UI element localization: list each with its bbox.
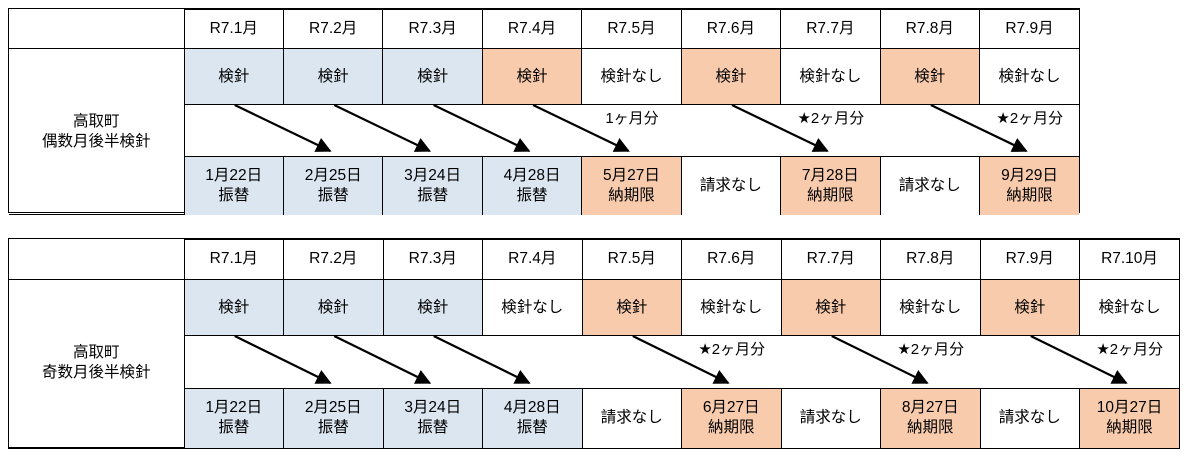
month-header-cell: R7.8月 — [880, 239, 981, 280]
billing-span-label: ★2ヶ月分 — [698, 341, 766, 359]
billing-arrow — [929, 105, 1028, 152]
meter-reading-cell: 検針 — [283, 278, 384, 337]
meter-reading-cell: 検針なし — [1079, 278, 1179, 337]
billing-arrow-layer — [233, 105, 1028, 152]
payment-date-cell: 請求なし — [979, 388, 1080, 448]
payment-date-cell: 7月28日 納期限 — [780, 156, 881, 215]
billing-arrow — [432, 336, 531, 385]
month-header-cell: R7.5月 — [581, 239, 682, 280]
table-corner-cell — [9, 239, 185, 280]
payment-date-cell: 2月25日 振替 — [283, 388, 384, 448]
month-header-cell: R7.1月 — [183, 9, 284, 49]
month-header-cell: R7.9月 — [979, 239, 1080, 280]
meter-reading-cell: 検針なし — [780, 48, 881, 105]
month-header-cell: R7.6月 — [680, 9, 782, 49]
meter-reading-row: 高取町 偶数月後半検針検針検針検針検針検針なし検針検針なし検針検針なし — [9, 48, 1079, 215]
month-header-cell: R7.4月 — [482, 239, 583, 280]
month-header-cell: R7.9月 — [979, 9, 1079, 49]
meter-reading-cell: 検針なし — [482, 278, 583, 337]
billing-arrow — [333, 336, 431, 385]
payment-date-cell: 10月27日 納期限 — [1079, 388, 1179, 448]
meter-reading-cell: 検針 — [382, 278, 483, 337]
billing-flow-cell: 1ヶ月分 ★2ヶ月分 ★2ヶ月分 — [184, 104, 1079, 157]
month-header-cell: R7.8月 — [879, 9, 981, 49]
meter-reading-cell: 検針 — [780, 278, 881, 337]
month-header-cell: R7.3月 — [382, 9, 483, 49]
billing-span-label: ★2ヶ月分 — [996, 110, 1064, 127]
payment-date-cell: 6月27日 納期限 — [681, 388, 782, 448]
billing-span-label: 1ヶ月分 — [605, 110, 659, 127]
billing-arrow — [233, 105, 332, 152]
billing-arrow-layer — [233, 336, 1128, 385]
payment-date-cell: 5月27日 納期限 — [581, 156, 682, 215]
billing-flow-cell: ★2ヶ月分 ★2ヶ月分 ★2ヶ月分 — [184, 335, 1179, 390]
meter-reading-cell: 検針なし — [581, 48, 682, 105]
month-header-cell: R7.3月 — [382, 239, 483, 280]
meter-reading-cell: 検針 — [680, 48, 782, 105]
payment-date-cell: 請求なし — [581, 388, 682, 448]
meter-reading-cell: 検針 — [382, 48, 483, 105]
payment-date-cell: 8月27日 納期限 — [880, 388, 981, 448]
payment-date-cell: 9月29日 納期限 — [979, 156, 1079, 215]
month-header-cell: R7.4月 — [481, 9, 583, 49]
meter-reading-cell: 検針 — [581, 278, 682, 337]
payment-date-cell: 1月22日 振替 — [184, 388, 284, 448]
payment-date-cell: 4月28日 振替 — [481, 156, 583, 215]
payment-date-cell: 請求なし — [879, 156, 981, 215]
payment-date-cell: 2月25日 振替 — [282, 156, 384, 215]
month-header-cell: R7.1月 — [183, 239, 284, 280]
table-corner-cell — [9, 9, 185, 49]
billing-arrow — [532, 105, 630, 152]
billing-arrow — [631, 336, 730, 385]
meter-reading-cell: 検針 — [979, 278, 1080, 337]
month-header-cell: R7.6月 — [681, 239, 782, 280]
table-row-label: 高取町 奇数月後半検針 — [9, 278, 185, 449]
table-row-label: 高取町 偶数月後半検針 — [9, 48, 185, 215]
meter-reading-row: 高取町 奇数月後半検針検針検針検針検針なし検針検針なし検針検針なし検針検針なし — [9, 278, 1179, 449]
meter-reading-cell: 検針 — [879, 48, 981, 105]
month-header-cell: R7.7月 — [780, 239, 881, 280]
payment-date-cell: 4月28日 振替 — [482, 388, 583, 448]
billing-arrow — [333, 105, 431, 152]
payment-date-cell: 1月22日 振替 — [184, 156, 284, 215]
payment-date-cell: 3月24日 振替 — [382, 156, 483, 215]
month-header-cell: R7.5月 — [581, 9, 682, 49]
meter-reading-cell: 検針なし — [681, 278, 782, 337]
payment-date-cell: 請求なし — [780, 388, 881, 448]
billing-flow-row: ★2ヶ月分 ★2ヶ月分 ★2ヶ月分 — [9, 335, 1179, 390]
meter-reading-cell: 検針 — [183, 48, 284, 105]
billing-span-label: ★2ヶ月分 — [1096, 341, 1164, 359]
billing-arrow — [432, 105, 530, 152]
billing-arrow — [233, 336, 332, 385]
meter-reading-cell: 検針 — [282, 48, 384, 105]
billing-span-label: ★2ヶ月分 — [897, 341, 965, 359]
meter-reading-cell: 検針 — [481, 48, 583, 105]
month-header-cell: R7.7月 — [780, 9, 881, 49]
meter-reading-cell: 検針 — [183, 278, 284, 337]
billing-flow-row: 1ヶ月分 ★2ヶ月分 ★2ヶ月分 — [9, 104, 1079, 157]
month-header-cell: R7.2月 — [283, 239, 384, 280]
meter-reading-cell: 検針なし — [880, 278, 981, 337]
payment-date-cell: 請求なし — [680, 156, 782, 215]
month-header-cell: R7.10月 — [1079, 239, 1179, 280]
meter-reading-cell: 検針なし — [979, 48, 1079, 105]
month-header-cell: R7.2月 — [282, 9, 384, 49]
billing-arrow — [830, 336, 929, 385]
payment-date-cell: 3月24日 振替 — [382, 388, 483, 448]
billing-arrow — [730, 105, 829, 152]
billing-span-label: ★2ヶ月分 — [797, 110, 865, 127]
billing-arrow — [1029, 336, 1128, 385]
